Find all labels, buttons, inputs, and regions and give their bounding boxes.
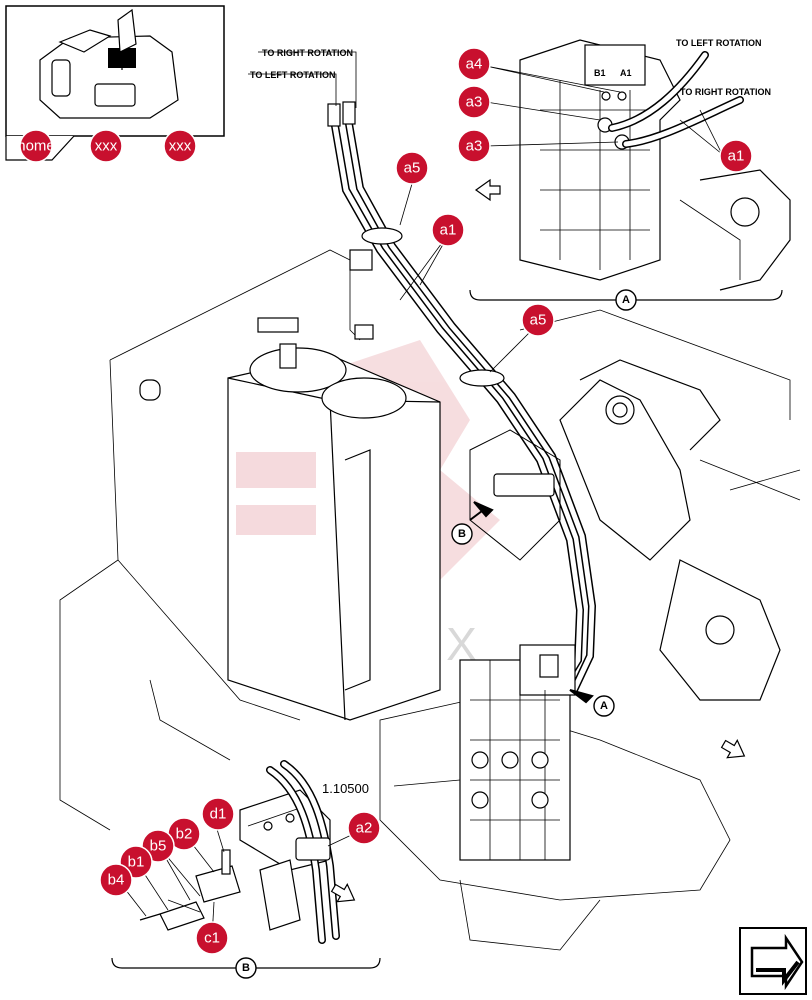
svg-text:a5: a5 (404, 160, 421, 177)
reference-code: 1.10500 (322, 781, 369, 796)
front-direction-arrow-bottom (330, 883, 356, 903)
svg-text:a1: a1 (728, 148, 745, 165)
svg-text:c1: c1 (204, 930, 220, 947)
callout-a4[interactable]: a4 (457, 47, 491, 81)
nav-xxx-button-1[interactable]: xxx (89, 129, 123, 163)
detail-b-clamp-assembly (139, 760, 340, 944)
svg-text:home: home (17, 138, 55, 155)
nav-xxx-button-2[interactable]: xxx (163, 129, 197, 163)
callout-a1-main[interactable]: a1 (431, 213, 465, 247)
svg-text:xxx: xxx (95, 138, 118, 155)
to-right-rotation-label: TO RIGHT ROTATION (262, 48, 353, 58)
callout-a3-upper[interactable]: a3 (457, 85, 491, 119)
callout-b4[interactable]: b4 (99, 863, 133, 897)
detail-b-pointer-arrow (469, 501, 494, 521)
port-a1-label: A1 (620, 68, 632, 78)
callout-c1[interactable]: c1 (195, 921, 229, 955)
svg-text:a5: a5 (530, 312, 547, 329)
callout-b2[interactable]: b2 (167, 817, 201, 851)
svg-text:A: A (622, 294, 630, 306)
home-button[interactable]: home (17, 129, 55, 163)
svg-text:b1: b1 (128, 854, 145, 871)
hydraulic-tank (227, 317, 441, 721)
svg-text:b4: b4 (108, 872, 125, 889)
callout-a2[interactable]: a2 (347, 811, 381, 845)
front-direction-arrow-top (474, 178, 501, 202)
callout-a5-lower[interactable]: a5 (521, 303, 555, 337)
detail-to-left-rotation-label: TO LEFT ROTATION (676, 38, 762, 48)
machine-frame (59, 249, 801, 951)
svg-text:B: B (242, 962, 250, 974)
callout-a3-lower[interactable]: a3 (457, 129, 491, 163)
detail-to-right-rotation-label: TO RIGHT ROTATION (680, 87, 771, 97)
callout-a1-detail[interactable]: a1 (719, 139, 753, 173)
svg-text:a1: a1 (440, 222, 457, 239)
svg-text:xxx: xxx (169, 138, 192, 155)
control-valve-block (459, 644, 576, 861)
front-direction-arrow-right (720, 739, 746, 759)
svg-text:a3: a3 (466, 94, 483, 111)
svg-text:B: B (458, 528, 466, 540)
detail-a-ref-main[interactable]: A (593, 695, 615, 717)
machine-thumbnail (5, 5, 225, 137)
svg-text:b2: b2 (176, 826, 193, 843)
callout-a5-upper[interactable]: a5 (395, 151, 429, 185)
svg-text:b5: b5 (150, 838, 167, 855)
svg-text:a4: a4 (466, 56, 483, 73)
port-b1-label: B1 (594, 68, 606, 78)
svg-text:a2: a2 (356, 820, 373, 837)
next-page-button[interactable] (739, 927, 807, 995)
to-left-rotation-label: TO LEFT ROTATION (250, 70, 336, 80)
detail-a-ref-top: A (615, 289, 637, 311)
svg-text:a3: a3 (466, 138, 483, 155)
detail-a-valve (519, 39, 791, 291)
detail-b-ref-main[interactable]: B (451, 523, 473, 545)
detail-b-ref-bottom: B (235, 957, 257, 979)
callout-d1[interactable]: d1 (201, 797, 235, 831)
hydraulic-hoses (327, 101, 597, 694)
svg-text:A: A (600, 700, 608, 712)
detail-a-pointer-arrow (569, 689, 594, 704)
svg-text:d1: d1 (210, 806, 227, 823)
